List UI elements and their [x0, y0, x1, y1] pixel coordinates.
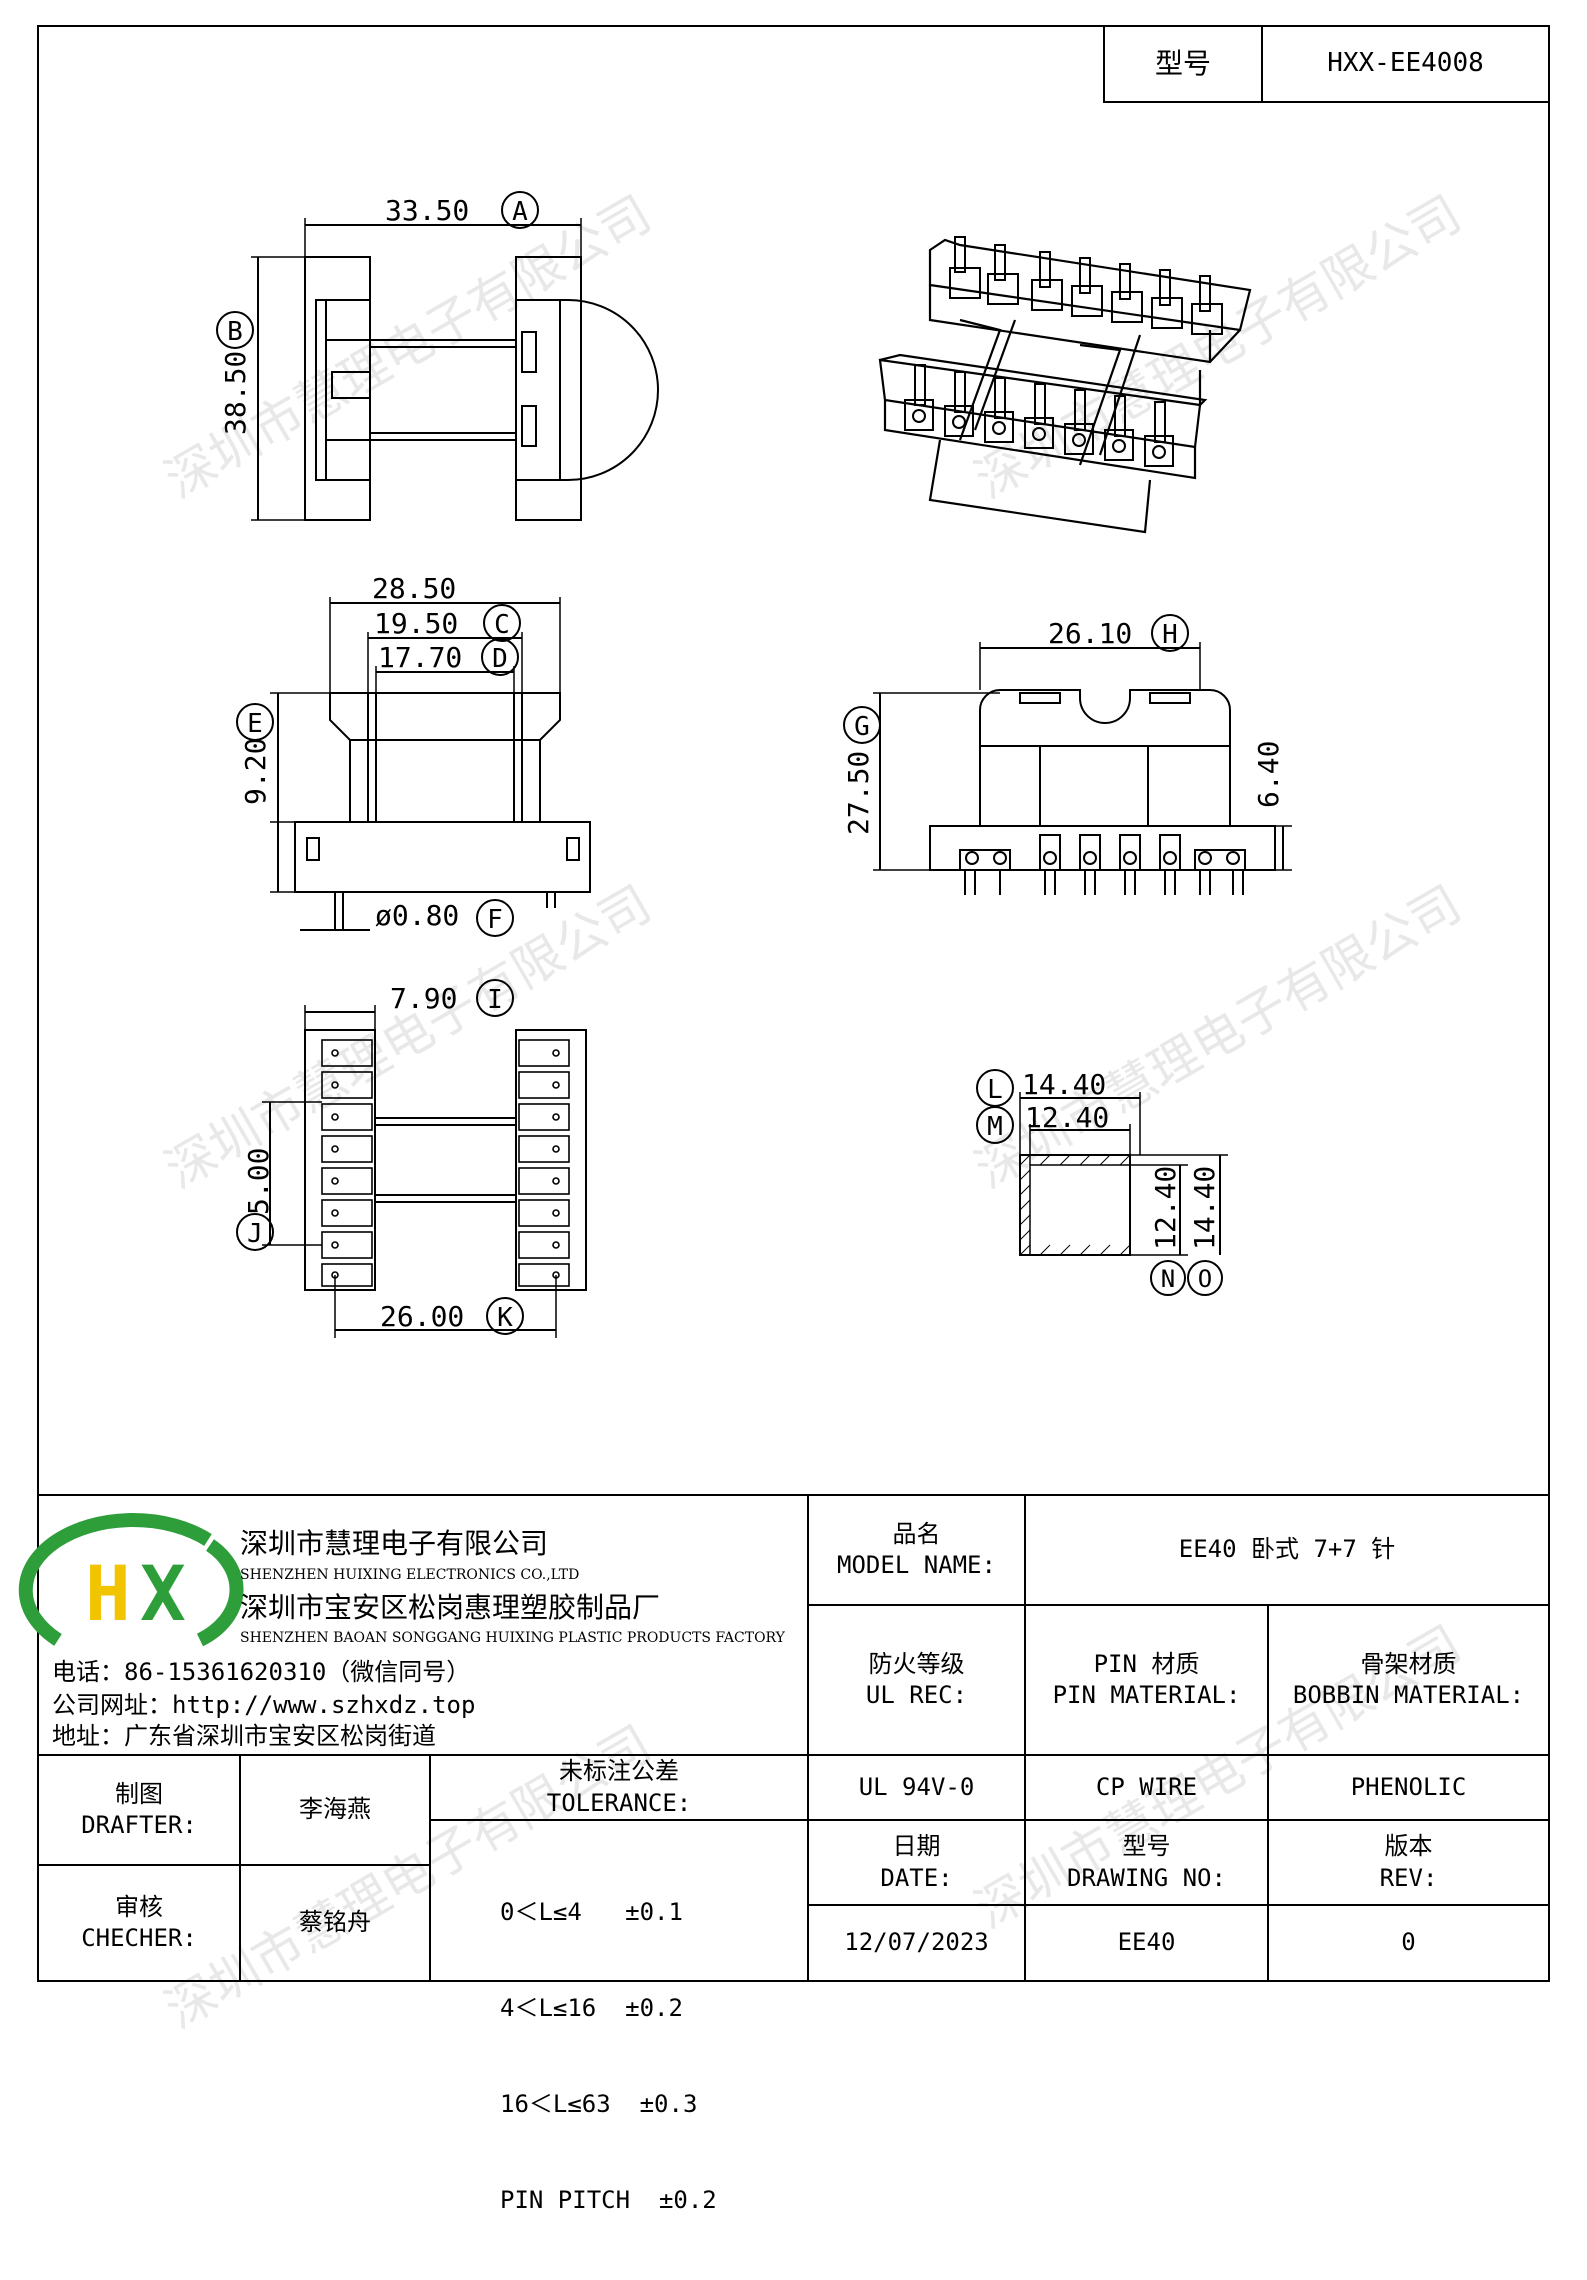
dim-c-value: 19.50: [374, 607, 458, 640]
tolerance-row: 0＜L≤4 ±0.1: [500, 1898, 683, 1926]
dim-n-letter: N: [1161, 1265, 1175, 1293]
drawing-no-cn: 型号: [1122, 1832, 1171, 1861]
company-name-en: SHENZHEN HUIXING ELECTRONICS CO.,LTD: [240, 1567, 580, 1583]
company-website: 公司网址：http://www.szhxdz.top: [52, 1691, 476, 1719]
ul-rec-cn: 防火等级: [868, 1649, 965, 1678]
tolerance-row: 4＜L≤16 ±0.2: [500, 1994, 683, 2022]
dim-d-letter: D: [492, 644, 508, 674]
dim-j-letter: J: [247, 1219, 263, 1249]
dim-o-letter: O: [1198, 1265, 1212, 1293]
core-window-section: [1019, 1092, 1228, 1256]
dim-g-letter: G: [854, 712, 870, 742]
drafter-name: 李海燕: [299, 1795, 371, 1824]
drafter-label: 制图 DRAFTER:: [38, 1755, 240, 1865]
company-address: 地址：广东省深圳市宝安区松岗街道: [52, 1722, 436, 1750]
dim-j-value: 5.00: [242, 1148, 275, 1215]
tolerance-row: 16＜L≤63 ±0.3: [500, 2090, 698, 2118]
date-en: DATE:: [880, 1863, 953, 1892]
bobbin-material-cn: 骨架材质: [1360, 1649, 1457, 1678]
dim-f-letter: F: [487, 905, 503, 935]
date-cn: 日期: [892, 1832, 941, 1861]
model-number: HXX-EE4008: [1327, 48, 1484, 79]
dim-o-value: 14.40: [1188, 1166, 1221, 1250]
dim-b-value: 38.50: [219, 351, 252, 435]
model-name-label: 品名 MODEL NAME:: [808, 1495, 1025, 1605]
dim-a-letter: A: [512, 197, 528, 227]
isometric-view: [878, 236, 1252, 534]
dim-k-value: 26.00: [380, 1300, 464, 1333]
side-view: [873, 642, 1292, 895]
pin-material-value: CP WIRE: [1095, 1772, 1198, 1801]
date-label: 日期 DATE:: [808, 1820, 1025, 1905]
checker-label: 审核 CHECHER:: [38, 1865, 240, 1981]
pin-material-label: PIN 材质 PIN MATERIAL:: [1025, 1605, 1268, 1755]
date-value: 12/07/2023: [844, 1928, 989, 1957]
dim-n-value: 12.40: [1149, 1166, 1182, 1250]
ul-rec-en: UL REC:: [865, 1681, 968, 1709]
dim-e-letter: E: [247, 709, 263, 739]
dim-a-value: 33.50: [385, 194, 469, 227]
dim-g-value: 27.50: [842, 751, 875, 835]
dim-h-letter: H: [1162, 620, 1178, 650]
rev-cn: 版本: [1384, 1832, 1433, 1861]
model-label: 型号: [1154, 46, 1211, 80]
rev-value: 0: [1401, 1928, 1416, 1957]
bobbin-material-en: BOBBIN MATERIAL:: [1292, 1681, 1525, 1709]
dim-e-value: 9.20: [239, 738, 272, 805]
tolerance-title: 未标注公差 TOLERANCE:: [430, 1755, 808, 1820]
svg-text:H: H: [85, 1549, 131, 1638]
dim-d-value: 17.70: [378, 641, 462, 674]
dim-i-value: 7.90: [390, 982, 457, 1015]
ul-rec-value: UL 94V-0: [858, 1772, 975, 1801]
tolerance-title-en: TOLERANCE:: [546, 1788, 692, 1817]
dim-m-letter: M: [987, 1112, 1003, 1142]
tolerance-title-cn: 未标注公差: [559, 1757, 679, 1786]
dim-l-letter: L: [987, 1075, 1003, 1105]
drafter-cn: 制图: [115, 1779, 163, 1808]
drawing-no-value: EE40: [1117, 1928, 1176, 1957]
company-logo: H X: [18, 1513, 244, 1647]
drawing-no-label: 型号 DRAWING NO:: [1025, 1820, 1268, 1905]
rev-label: 版本 REV:: [1268, 1820, 1549, 1905]
top-view: [251, 218, 659, 521]
model-name-cn: 品名: [892, 1519, 941, 1548]
drafter-en: DRAFTER:: [81, 1811, 197, 1839]
dim-pin-height: 6.40: [1252, 741, 1285, 808]
drawing-no-en: DRAWING NO:: [1067, 1863, 1226, 1892]
dim-f-value: ø0.80: [375, 899, 459, 932]
bobbin-material-label: 骨架材质 BOBBIN MATERIAL:: [1268, 1605, 1549, 1755]
checker-en: CHECHER:: [81, 1924, 197, 1952]
dim-i-letter: I: [487, 985, 503, 1015]
dim-l-value: 14.40: [1022, 1068, 1106, 1101]
factory-name-en: SHENZHEN BAOAN SONGGANG HUIXING PLASTIC …: [240, 1630, 785, 1646]
company-name-cn: 深圳市慧理电子有限公司: [240, 1527, 549, 1560]
svg-text:X: X: [140, 1549, 186, 1638]
model-name-en: MODEL NAME:: [837, 1551, 996, 1579]
drawing-sheet: 深圳市慧理电子有限公司 深圳市慧理电子有限公司 深圳市慧理电子有限公司 深圳市慧…: [18, 25, 1550, 2214]
dim-overall-width: 28.50: [372, 572, 456, 605]
bottom-view: [262, 1005, 587, 1338]
rev-en: REV:: [1379, 1863, 1438, 1892]
dim-k-letter: K: [497, 1303, 513, 1333]
dim-h-value: 26.10: [1048, 617, 1132, 650]
ul-rec-label: 防火等级 UL REC:: [808, 1605, 1025, 1755]
dim-b-letter: B: [227, 317, 243, 347]
dim-m-value: 12.40: [1025, 1101, 1109, 1134]
front-view: [270, 597, 591, 931]
model-name-value: EE40 卧式 7+7 针: [1178, 1535, 1396, 1564]
technical-drawing: 33.50 A 38.50 B 28.50 19.50 C 17.70 D 9.…: [18, 25, 1550, 1982]
checker-cn: 审核: [115, 1892, 163, 1921]
tolerance-list: 0＜L≤4 ±0.1 4＜L≤16 ±0.2 16＜L≤63 ±0.3 PIN …: [500, 1832, 717, 2280]
dim-c-letter: C: [494, 610, 510, 640]
tolerance-row: PIN PITCH ±0.2: [500, 2186, 717, 2214]
checker-name: 蔡铭舟: [299, 1908, 371, 1937]
company-phone: 电话：86-15361620310（微信同号）: [52, 1658, 471, 1686]
pin-material-cn: PIN 材质: [1093, 1649, 1200, 1678]
factory-name-cn: 深圳市宝安区松岗惠理塑胶制品厂: [240, 1591, 661, 1624]
pin-material-en: PIN MATERIAL:: [1052, 1681, 1241, 1709]
title-block: [38, 1494, 1549, 1981]
bobbin-material-value: PHENOLIC: [1350, 1772, 1467, 1801]
